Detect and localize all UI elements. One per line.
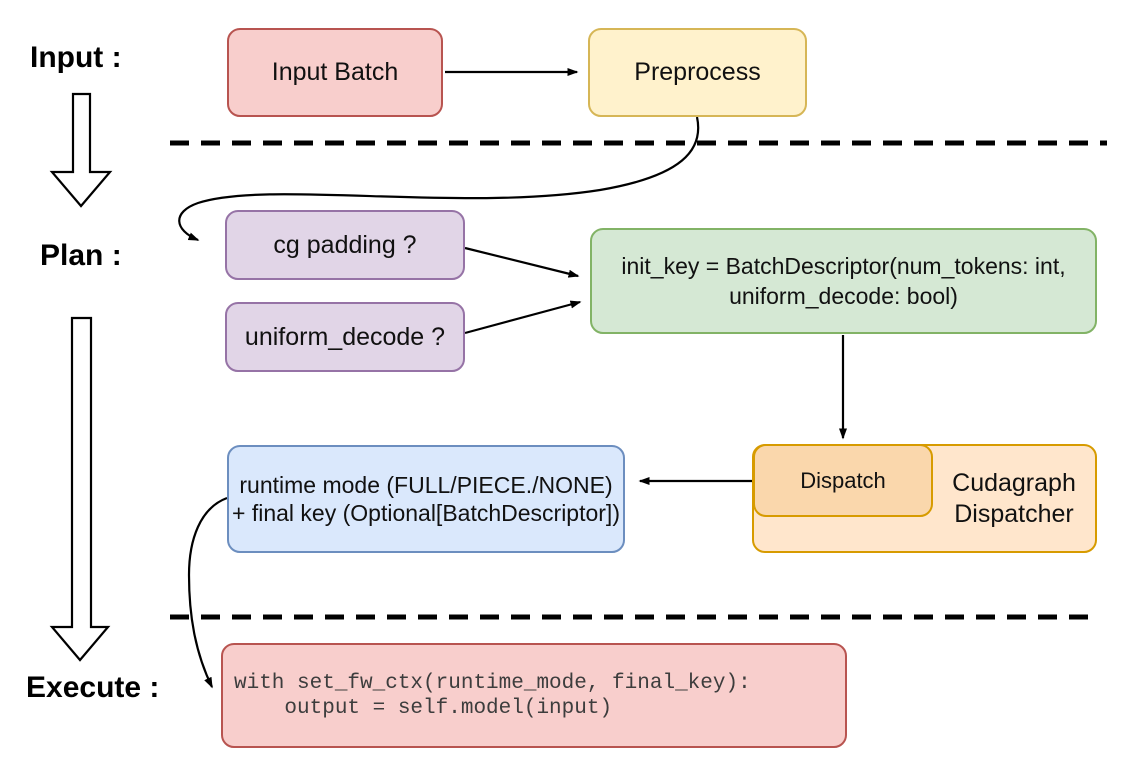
node-init-key-line1: init_key = BatchDescriptor(num_tokens: i… [621,253,1066,279]
node-init-key-line2: uniform_decode: bool) [729,283,958,309]
node-preprocess: Preprocess [588,28,807,117]
cudagraph-label-line1: Cudagraph [952,468,1076,497]
node-cg-padding: cg padding ? [225,210,465,280]
stage-label-plan: Plan : [40,239,122,272]
node-init-key: init_key = BatchDescriptor(num_tokens: i… [590,228,1097,334]
node-cg-padding-label: cg padding ? [273,230,417,259]
node-dispatch: Dispatch [753,444,933,517]
node-runtime-mode-line2: + final key (Optional[BatchDescriptor]) [232,500,620,526]
node-runtime-mode: runtime mode (FULL/PIECE./NONE) + final … [227,445,625,553]
connector-cgpadding-to-initkey [464,246,580,278]
stage-label-input: Input : [30,41,122,74]
cudagraph-label-line2: Dispatcher [954,499,1074,528]
stage-label-execute: Execute : [26,671,160,704]
node-dispatch-label: Dispatch [800,467,886,493]
connector-uniformdecode-to-initkey [464,300,582,335]
node-execute-code: with set_fw_ctx(runtime_mode, final_key)… [221,643,847,748]
node-preprocess-label: Preprocess [634,58,761,86]
node-uniform-decode: uniform_decode ? [225,302,465,372]
execute-code-line1: with set_fw_ctx(runtime_mode, final_key)… [234,671,751,695]
stage-arrow-input-to-plan [49,92,113,208]
node-uniform-decode-label: uniform_decode ? [244,322,446,351]
node-cudagraph-dispatcher-label: Cudagraph Dispatcher [939,446,1089,551]
node-runtime-mode-line1: runtime mode (FULL/PIECE./NONE) [239,472,613,498]
stage-arrow-plan-to-execute [49,316,111,662]
node-input-batch: Input Batch [227,28,443,117]
execute-code-line2: output = self.model(input) [234,696,613,720]
node-input-batch-label: Input Batch [271,58,399,86]
